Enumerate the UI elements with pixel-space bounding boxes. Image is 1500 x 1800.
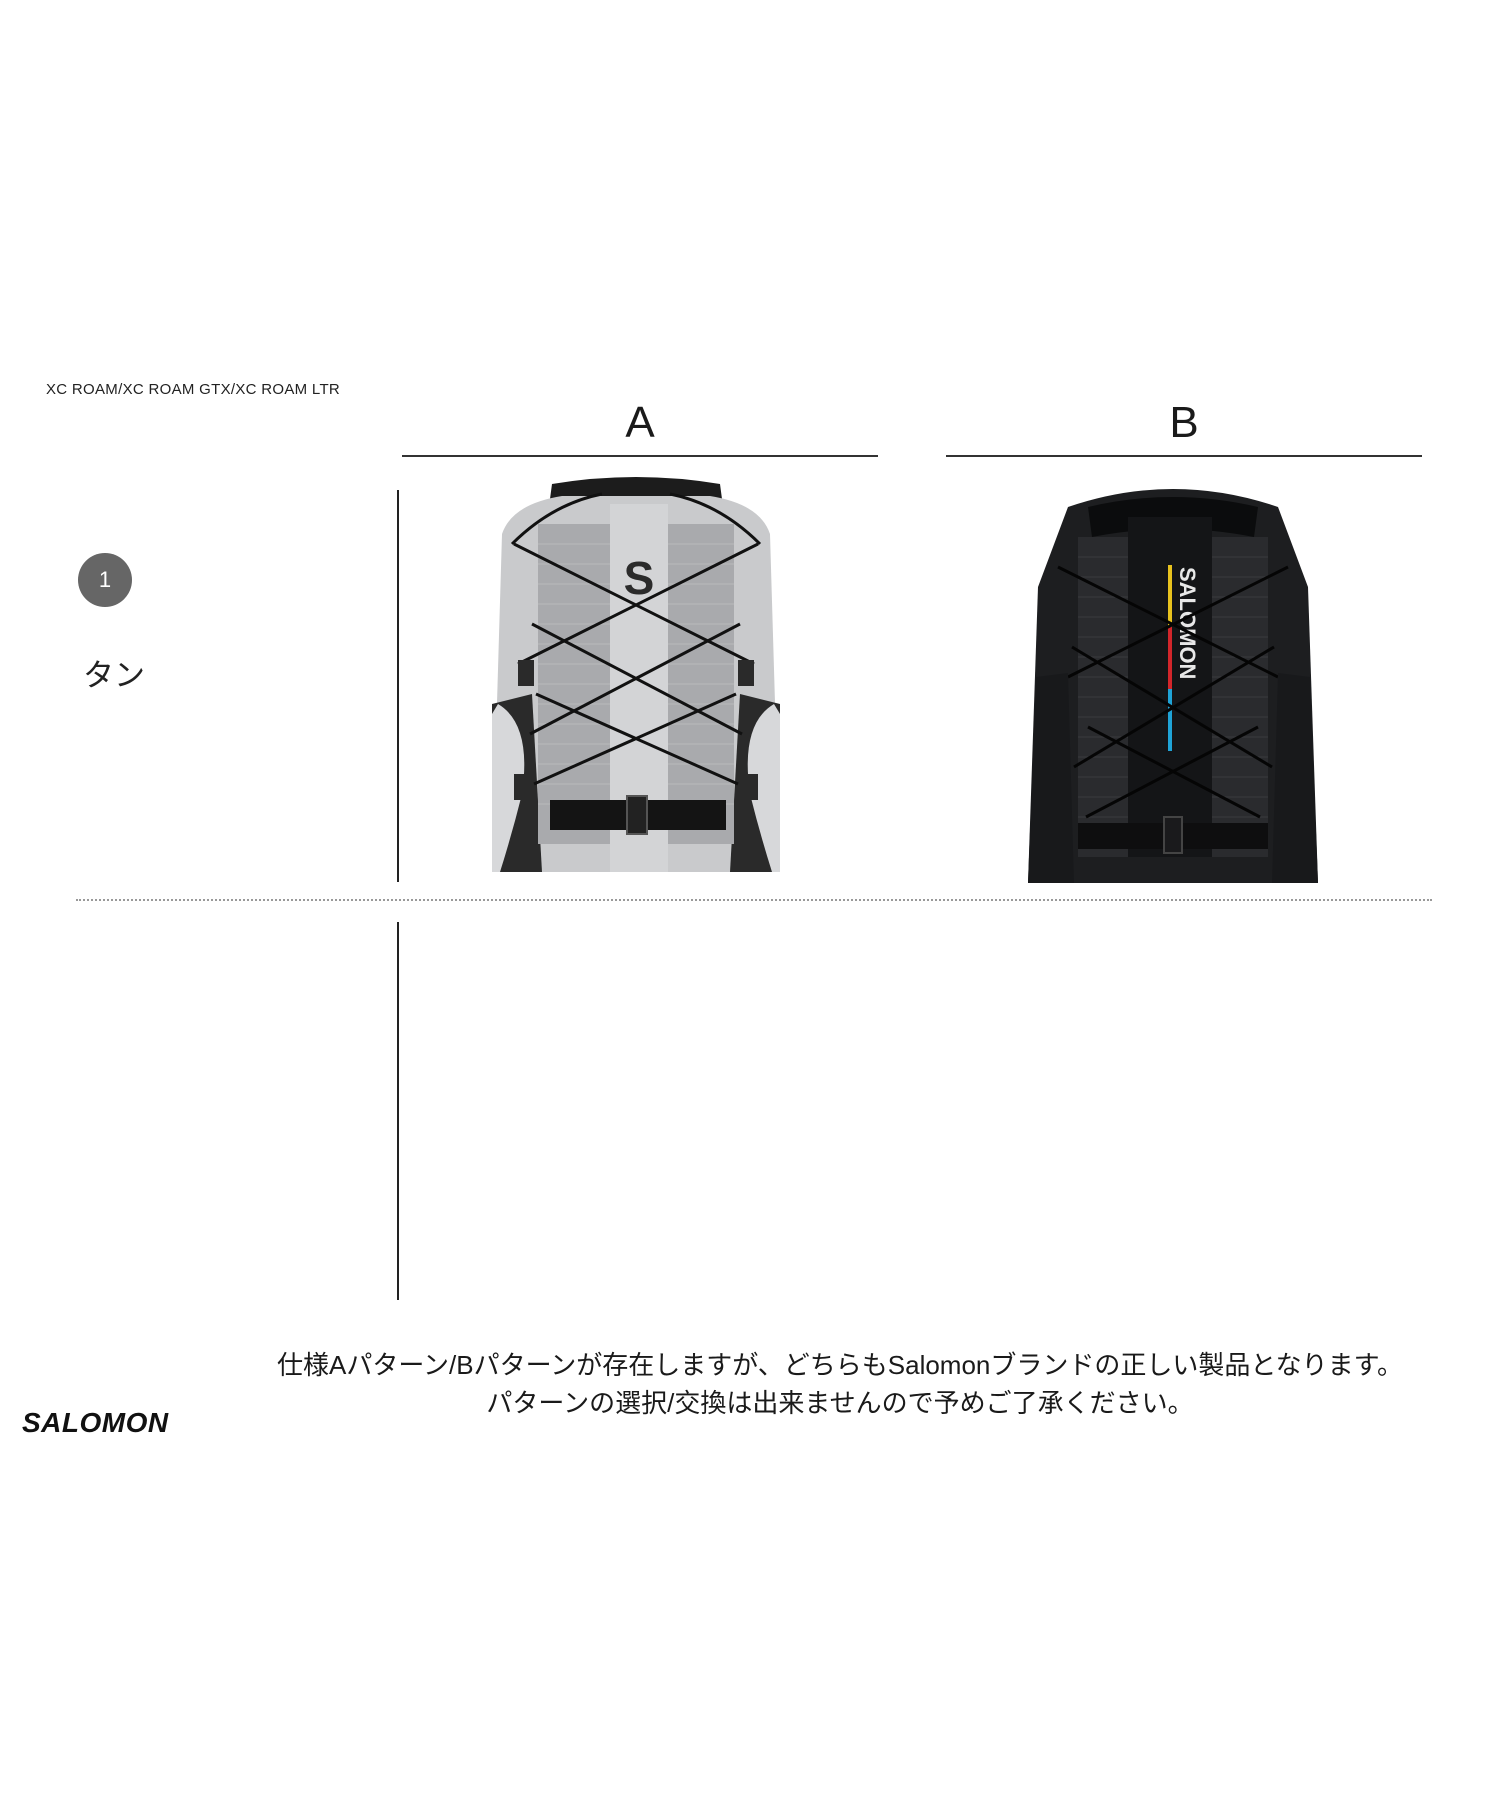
row-number-badge: 1	[78, 553, 132, 607]
row1-vertical-divider	[397, 490, 399, 882]
tongue-logo-salomon: SALOMON	[1175, 567, 1200, 679]
column-b-rule	[946, 455, 1422, 457]
tongue-logo-s: S	[624, 552, 655, 604]
notice-text: 仕様Aパターン/Bパターンが存在しますが、どちらもSalomonブランドの正しい…	[190, 1346, 1490, 1422]
column-a-rule	[402, 455, 878, 457]
row-label: タン	[83, 658, 145, 693]
salomon-logo: SALOMON	[22, 1407, 169, 1438]
column-header-b: B	[1169, 398, 1199, 447]
row2-vertical-divider	[397, 922, 399, 1300]
shoe-a-grey-photo: S	[492, 474, 780, 872]
notice-line-1: 仕様Aパターン/Bパターンが存在しますが、どちらもSalomonブランドの正しい…	[276, 1350, 1404, 1380]
notice-line-2: パターンの選択/交換は出来ませんので予めご了承ください。	[486, 1388, 1194, 1418]
column-header-a: A	[625, 398, 655, 447]
row-divider	[76, 899, 1432, 901]
model-line: XC ROAM/XC ROAM GTX/XC ROAM LTR	[46, 381, 341, 398]
shoe-b-black-photo: SALOMON	[1028, 477, 1318, 883]
